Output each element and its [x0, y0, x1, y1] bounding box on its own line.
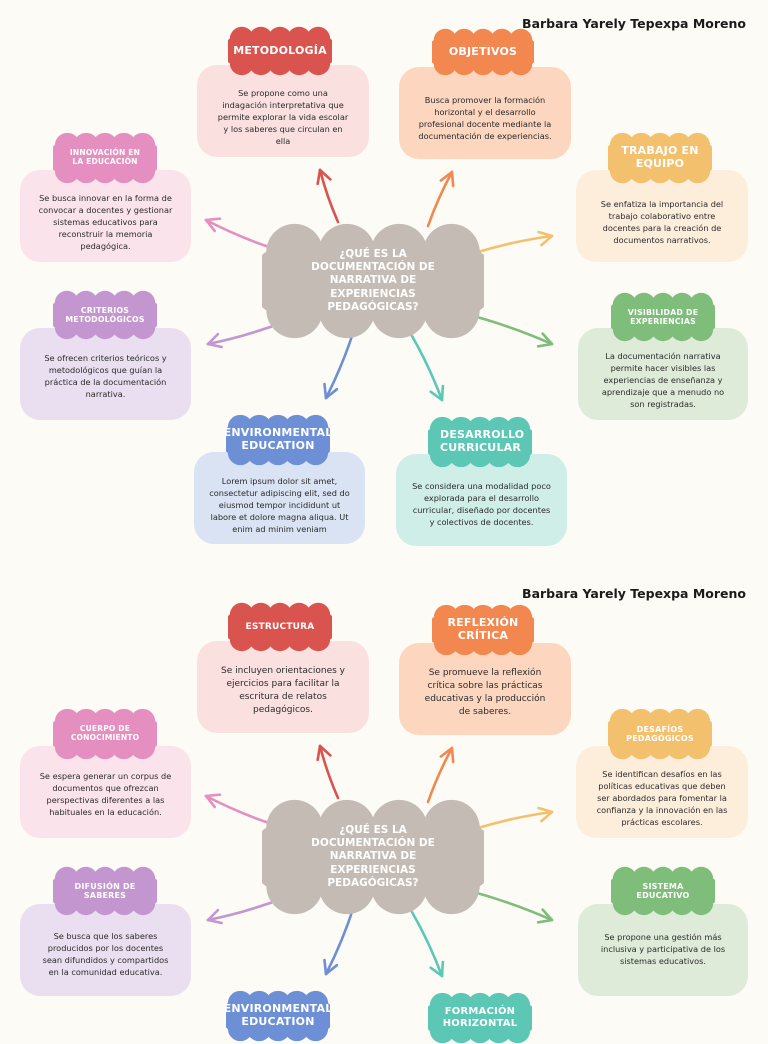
arrow-top-right-2	[426, 746, 455, 804]
arrow-top-left-2	[316, 744, 340, 800]
cloud-shape	[262, 223, 484, 339]
formacion-title: FORMACIÓN HORIZONTAL	[442, 1006, 518, 1029]
difusion-box: Se busca que los saberes producidos por …	[20, 904, 191, 996]
estructura-title: ESTRUCTURA	[245, 621, 315, 632]
desafios-title-cloud: DESAFÍOS PEDAGÓGICOS	[608, 708, 712, 760]
author-name-2: Barbara Yarely Tepexpa Moreno	[522, 586, 746, 601]
cloud-shape	[53, 290, 157, 340]
visibilidad-title: VISIBILIDAD DE EXPERIENCIAS	[627, 307, 699, 326]
central-question-2: ¿QUÉ ES LA DOCUMENTACIÓN DE NARRATIVA DE…	[311, 824, 435, 889]
innovacion-text: Se busca innovar en la forma de convocar…	[38, 193, 173, 251]
cloud-shape	[611, 866, 715, 916]
sistema-title-cloud: SISTEMA EDUCATIVO	[611, 866, 715, 916]
criterios-text: Se ofrecen criterios teóricos y metodoló…	[44, 353, 167, 399]
desafios-text: Se identifican desafíos en las políticas…	[596, 769, 728, 827]
cloud-shape	[262, 799, 484, 915]
environmental-title-2: ENVIRONMENTAL EDUCATION	[223, 1002, 333, 1028]
criterios-box: Se ofrecen criterios teóricos y metodoló…	[20, 328, 191, 420]
cloud-shape	[432, 28, 534, 76]
criterios-title: CRITERIOS METODOLÓGICOS	[65, 305, 145, 324]
trabajo-title: TRABAJO EN EQUIPO	[621, 144, 699, 170]
arrow-top-right	[426, 170, 455, 228]
arrow-right-upper	[476, 230, 554, 254]
environmental-box: Lorem ipsum dolor sit amet, consectetur …	[194, 452, 365, 544]
formacion-title-cloud: FORMACIÓN HORIZONTAL	[428, 992, 532, 1044]
arrow-bottom-right	[410, 334, 445, 402]
author-name: Barbara Yarely Tepexpa Moreno	[522, 16, 746, 31]
arrow-left-upper	[204, 217, 274, 250]
reflexion-title-cloud: REFLEXIÓN CRÍTICA	[432, 604, 534, 656]
environmental-title-cloud: ENVIRONMENTAL EDUCATION	[224, 414, 332, 466]
desarrollo-box: Se considera una modalidad poco explorad…	[396, 454, 567, 546]
sistema-box: Se propone una gestión más inclusiva y p…	[578, 904, 748, 996]
visibilidad-box: La documentación narrativa permite hacer…	[578, 328, 748, 420]
environmental-title-cloud-2: ENVIRONMENTAL EDUCATION	[224, 990, 332, 1042]
cloud-shape	[608, 708, 712, 760]
difusion-text: Se busca que los saberes producidos por …	[42, 931, 169, 977]
sistema-title: SISTEMA EDUCATIVO	[636, 881, 690, 900]
metodologia-box: Se propone como una indagación interpret…	[197, 65, 369, 157]
central-question-cloud-2: ¿QUÉ ES LA DOCUMENTACIÓN DE NARRATIVA DE…	[262, 798, 484, 916]
metodologia-text: Se propone como una indagación interpret…	[217, 88, 349, 146]
metodologia-title: METODOLOGÍA	[233, 43, 327, 57]
cloud-shape	[432, 604, 534, 656]
trabajo-title-cloud: TRABAJO EN EQUIPO	[608, 132, 712, 184]
cloud-shape	[608, 132, 712, 184]
arrow-top-left	[316, 168, 340, 224]
cloud-shape	[53, 132, 157, 184]
desarrollo-title: DESARROLLO CURRICULAR	[440, 428, 525, 454]
estructura-title-cloud: ESTRUCTURA	[228, 602, 332, 652]
cloud-shape	[226, 414, 330, 466]
cloud-shape	[53, 708, 157, 760]
cuerpo-title: CUERPO DE CONOCIMIENTO	[70, 724, 140, 742]
estructura-text: Se incluyen orientaciones y ejercicios p…	[221, 665, 345, 716]
innovacion-title-cloud: INNOVACIÓN EN LA EDUCACIÓN	[53, 132, 157, 184]
difusion-title-cloud: DIFUSIÓN DE SABERES	[53, 866, 157, 916]
estructura-box: Se incluyen orientaciones y ejercicios p…	[197, 641, 369, 733]
arrow-bottom-left-2	[323, 904, 356, 976]
cuerpo-text: Se espera generar un corpus de documento…	[39, 771, 172, 817]
cloud-shape	[53, 866, 157, 916]
trabajo-box: Se enfatiza la importancia del trabajo c…	[576, 170, 748, 262]
arrow-bottom-left	[323, 328, 356, 400]
cloud-shape	[428, 416, 532, 468]
innovacion-title: INNOVACIÓN EN LA EDUCACIÓN	[69, 148, 141, 166]
desafios-title: DESAFÍOS PEDAGÓGICOS	[626, 724, 694, 743]
criterios-title-cloud: CRITERIOS METODOLÓGICOS	[53, 290, 157, 340]
desarrollo-text: Se considera una modalidad poco explorad…	[412, 481, 551, 527]
objetivos-box: Busca promover la formación horizontal y…	[399, 67, 571, 159]
desarrollo-title-cloud: DESARROLLO CURRICULAR	[428, 416, 532, 468]
desafios-box: Se identifican desafíos en las políticas…	[576, 746, 748, 838]
environmental-text: Lorem ipsum dolor sit amet, consectetur …	[209, 476, 350, 534]
difusion-title: DIFUSIÓN DE SABERES	[74, 881, 136, 900]
cloud-shape	[228, 602, 332, 652]
arrow-right-upper-2	[476, 806, 554, 830]
innovacion-box: Se busca innovar en la forma de convocar…	[20, 170, 191, 262]
visibilidad-text: La documentación narrativa permite hacer…	[601, 351, 725, 409]
cuerpo-box: Se espera generar un corpus de documento…	[20, 746, 191, 838]
trabajo-text: Se enfatiza la importancia del trabajo c…	[600, 199, 724, 245]
central-question: ¿QUÉ ES LA DOCUMENTACIÓN DE NARRATIVA DE…	[311, 248, 435, 313]
cloud-shape	[228, 26, 332, 76]
reflexion-text: Se promueve la reflexión crítica sobre l…	[424, 667, 546, 718]
objetivos-text: Busca promover la formación horizontal y…	[418, 95, 552, 141]
objetivos-title: OBJETIVOS	[448, 44, 518, 58]
objetivos-title-cloud: OBJETIVOS	[432, 28, 534, 76]
arrow-left-upper-2	[204, 793, 274, 826]
cloud-shape	[611, 292, 715, 342]
environmental-title: ENVIRONMENTAL EDUCATION	[223, 426, 333, 452]
arrow-bottom-right-2	[410, 910, 445, 978]
central-question-cloud: ¿QUÉ ES LA DOCUMENTACIÓN DE NARRATIVA DE…	[262, 222, 484, 340]
cuerpo-title-cloud: CUERPO DE CONOCIMIENTO	[53, 708, 157, 760]
metodologia-title-cloud: METODOLOGÍA	[228, 26, 332, 76]
reflexion-title: REFLEXIÓN CRÍTICA	[447, 616, 519, 642]
visibilidad-title-cloud: VISIBILIDAD DE EXPERIENCIAS	[611, 292, 715, 342]
sistema-text: Se propone una gestión más inclusiva y p…	[600, 932, 726, 966]
reflexion-box: Se promueve la reflexión crítica sobre l…	[399, 643, 571, 735]
